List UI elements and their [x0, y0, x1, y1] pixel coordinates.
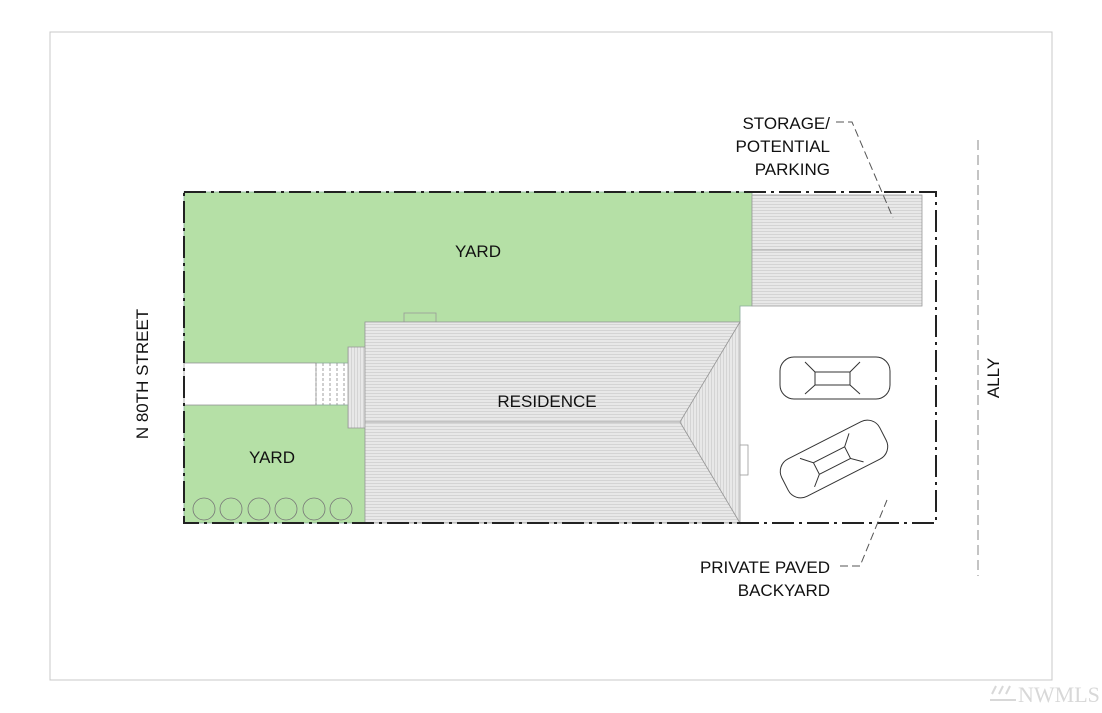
- side-yard-area: [183, 404, 366, 524]
- residence-label: RESIDENCE: [497, 392, 596, 411]
- svg-text:NWMLS: NWMLS: [1018, 682, 1100, 707]
- street-label: N 80TH STREET: [133, 309, 152, 439]
- storage-leader: [836, 121, 894, 219]
- trees: [192, 497, 353, 521]
- backyard-label-2: BACKYARD: [738, 581, 830, 600]
- stairs: [315, 363, 345, 405]
- alley-label: ALLY: [984, 358, 1003, 398]
- car-icon: [779, 419, 889, 499]
- backyard-leader: [840, 499, 888, 567]
- storage-area: [751, 194, 923, 307]
- walkway: [183, 362, 317, 406]
- residence-roof: [347, 312, 749, 525]
- yard-top-label: YARD: [455, 242, 501, 261]
- property-line: [183, 191, 937, 524]
- porch: [347, 346, 366, 429]
- storage-label-1: STORAGE/: [742, 114, 830, 133]
- car-icon: [779, 356, 891, 400]
- drawing-frame: [49, 31, 1053, 681]
- nwmls-watermark: NWMLS: [990, 682, 1100, 707]
- storage-label-3: PARKING: [755, 160, 830, 179]
- yard-bottom-label: YARD: [249, 448, 295, 467]
- backyard-label-1: PRIVATE PAVED: [700, 558, 830, 577]
- storage-label-2: POTENTIAL: [736, 137, 830, 156]
